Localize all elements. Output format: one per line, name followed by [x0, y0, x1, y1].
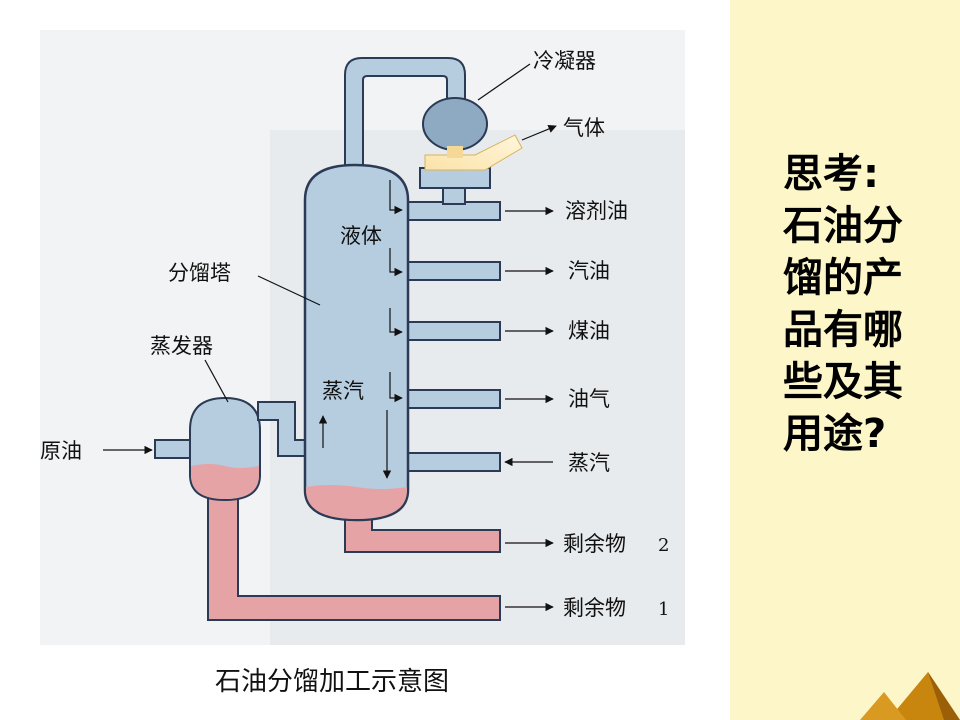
label-residue1-num: 1 [658, 599, 669, 620]
liquid-flow-1 [389, 180, 403, 215]
label-crude-oil: 原油 [40, 439, 82, 463]
kerosene-draw-pipe [404, 321, 501, 341]
label-evaporator: 蒸发器 [150, 334, 213, 358]
question-line: 些及其 [783, 359, 903, 405]
gas-outlet [424, 134, 523, 171]
label-steam-inside: 蒸汽 [322, 379, 364, 403]
label-condenser: 冷凝器 [533, 49, 596, 73]
distillation-column [303, 163, 410, 522]
label-column: 分馏塔 [168, 261, 231, 285]
column-bottom-liquid [306, 485, 407, 519]
steam-inlet-pipe [404, 452, 501, 472]
gas-arrow [521, 124, 557, 141]
question-text: 思考: 石油分 馏的产 品有哪 些及其 用途? [783, 148, 923, 460]
distillation-diagram: 冷凝器 气体 溶剂油 液体 分馏塔 汽油 煤油 蒸发器 油气 蒸汽 原油 蒸汽 … [40, 30, 685, 697]
label-diesel-vapor: 油气 [568, 387, 610, 411]
liquid-flow-2 [389, 248, 403, 277]
condenser-neck [447, 146, 463, 158]
label-residue2-num: 2 [658, 535, 669, 556]
pyramid-small [860, 692, 906, 720]
condenser [422, 97, 488, 151]
sidebar-panel [730, 0, 960, 720]
pyramid-large-shade [928, 672, 960, 720]
gasoline-draw-pipe [404, 261, 501, 281]
label-gasoline: 汽油 [568, 259, 610, 283]
label-liquid: 液体 [340, 224, 382, 248]
question-line: 思考: [783, 151, 879, 197]
question-line: 石油分 [783, 203, 903, 249]
label-residue1: 剩余物 [563, 596, 626, 620]
evaporator-liquid [191, 464, 259, 499]
evaporator-leader [204, 359, 229, 403]
label-steam-in: 蒸汽 [568, 451, 610, 475]
label-solvent-oil: 溶剂油 [565, 199, 628, 223]
label-kerosene: 煤油 [568, 319, 610, 343]
diagram-caption: 石油分馏加工示意图 [215, 667, 449, 697]
reflux-cap [419, 167, 491, 189]
label-gas: 气体 [563, 116, 605, 140]
pyramid-decoration [860, 672, 960, 720]
question-line: 馏的产 [783, 255, 903, 301]
question-line: 用途? [783, 411, 887, 457]
condenser-leader [477, 63, 531, 101]
liquid-flow-3 [389, 308, 403, 337]
diesel-draw-pipe [404, 389, 501, 409]
column-leader [257, 275, 321, 306]
reflux-stem [442, 187, 466, 205]
label-residue2: 剩余物 [563, 532, 626, 556]
liquid-flow-4 [389, 372, 403, 403]
question-line: 品有哪 [783, 307, 903, 353]
